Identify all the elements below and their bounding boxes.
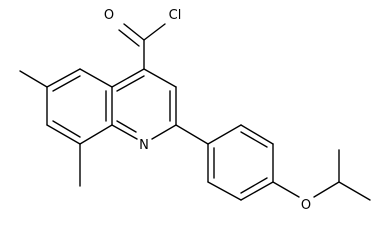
bond-ph4-ether-o: [272, 181, 300, 198]
bond-c4a-c5: [79, 68, 113, 88]
bond-c2-phenyl: [175, 124, 209, 145]
bond-n1-c8a: [111, 124, 138, 140]
methyl-groups: [19, 70, 81, 187]
bond-ph2-ph3: [240, 124, 274, 145]
bond-ph4-ph5-inner: [240, 177, 268, 194]
bond-ch-methyl-right: [338, 181, 371, 201]
bond-n1-c8a-inner: [116, 120, 137, 133]
acyl-oxygen-label: O: [104, 8, 114, 23]
bond-ph2-ph3-inner: [240, 131, 268, 148]
chlorine-label: Cl: [169, 8, 182, 23]
ether-oxygen-label: O: [301, 198, 311, 213]
bond-c6-methyl: [19, 70, 48, 88]
bond-ether-o-ch: [313, 181, 340, 198]
bond-c5-c6-inner: [52, 75, 81, 92]
bond-carbonyl-o-1: [123, 23, 145, 41]
bond-ph5-ph6: [207, 181, 242, 201]
bond-c8-c8a: [79, 124, 113, 145]
bond-c7-c8: [46, 124, 81, 145]
phenyl-ring: [175, 124, 274, 201]
bond-c4a-c4: [111, 68, 145, 88]
isopropoxy-group: O: [272, 149, 371, 213]
bond-c7-c8-inner: [52, 120, 81, 138]
ring-nitrogen-label: N: [139, 138, 149, 153]
bond-c4-c3: [143, 68, 177, 88]
bond-c5-c6: [46, 68, 81, 88]
benzo-ring: [46, 68, 113, 145]
chemical-structure-diagram: O Cl N: [19, 8, 371, 213]
bond-c2-n1: [151, 124, 177, 140]
bond-ph1-ph2: [207, 124, 242, 145]
bond-carbonyl-o-2: [118, 29, 140, 47]
acyl-chloride-group: O Cl: [104, 8, 182, 70]
pyridine-ring: N: [111, 68, 177, 153]
bond-carbonyl-cl: [143, 23, 166, 41]
bond-c4a-c4-inner: [116, 75, 145, 92]
bond-ph4-ph5: [240, 181, 274, 201]
